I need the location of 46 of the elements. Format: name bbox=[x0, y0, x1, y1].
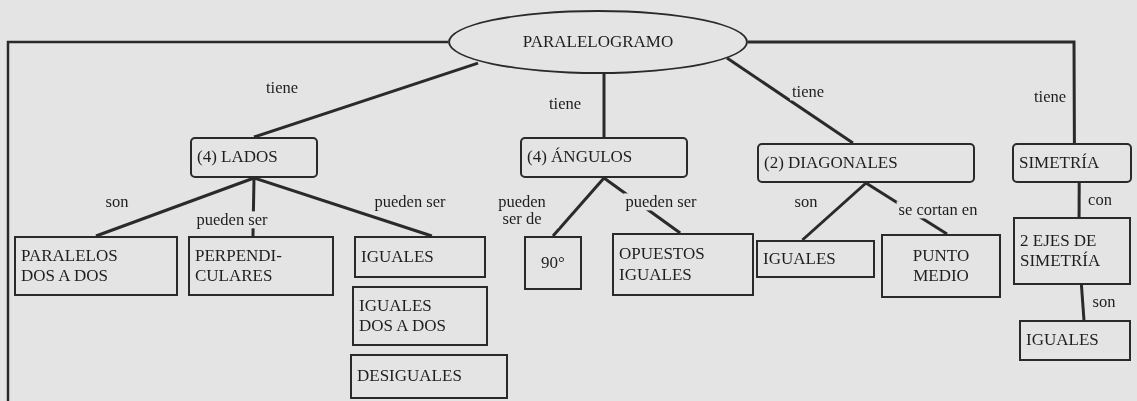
concept-box bbox=[1012, 143, 1132, 183]
concept-text: 2 EJES DE SIMETRÍA bbox=[1020, 230, 1102, 272]
concept-text: IGUALES bbox=[1026, 330, 1099, 351]
concept-text: (2) DIAGONALES bbox=[764, 152, 898, 174]
concept-text: IGUALES bbox=[763, 248, 836, 270]
connector-line bbox=[551, 177, 606, 237]
connector-line bbox=[801, 181, 867, 242]
concept-text: 90° bbox=[541, 252, 565, 274]
concept-box bbox=[1013, 217, 1131, 285]
concept-box bbox=[354, 236, 486, 278]
edge-label: pueden ser bbox=[623, 193, 699, 211]
concept-text: (4) ÁNGULOS bbox=[527, 147, 633, 168]
connector-line bbox=[1079, 284, 1086, 321]
edge-label: se cortan en bbox=[896, 201, 980, 219]
concept-text: IGUALES bbox=[361, 246, 434, 268]
concept-text: PERPENDI-CULARES bbox=[195, 245, 283, 287]
concept-box bbox=[612, 233, 754, 296]
connector-line bbox=[95, 176, 255, 238]
concept-box bbox=[756, 240, 875, 278]
edge-label: pueden ser bbox=[372, 193, 448, 211]
concept-text: (4) LADOS bbox=[197, 147, 278, 168]
concept-box bbox=[520, 137, 688, 178]
edge-label: tiene bbox=[789, 83, 827, 101]
concept-box bbox=[188, 236, 334, 296]
concept-box bbox=[352, 286, 488, 346]
concept-text: PUNTO MEDIO bbox=[911, 245, 971, 287]
connector-line bbox=[602, 74, 606, 137]
connector-line bbox=[748, 40, 1076, 143]
concept-box bbox=[881, 234, 1001, 298]
connector-line bbox=[726, 56, 854, 145]
concept-text: DESIGUALES bbox=[357, 366, 462, 387]
edge-label: pueden ser bbox=[194, 211, 270, 229]
concept-text: PARALELOS DOS A DOS bbox=[21, 245, 119, 287]
concept-box bbox=[524, 236, 582, 290]
concept-box bbox=[1019, 320, 1131, 361]
connector-line bbox=[253, 176, 433, 238]
concept-text: PARALELOGRAMO bbox=[522, 31, 674, 53]
concept-box bbox=[350, 354, 508, 399]
concept-text: IGUALES DOS A DOS bbox=[359, 295, 447, 337]
connector-line bbox=[253, 61, 479, 139]
connector-line bbox=[1077, 183, 1081, 217]
concept-box bbox=[757, 143, 975, 183]
concept-text: SIMETRÍA bbox=[1019, 152, 1100, 174]
concept-text: OPUESTOS IGUALES bbox=[619, 244, 706, 285]
concept-box bbox=[190, 137, 318, 178]
concept-box bbox=[14, 236, 178, 296]
